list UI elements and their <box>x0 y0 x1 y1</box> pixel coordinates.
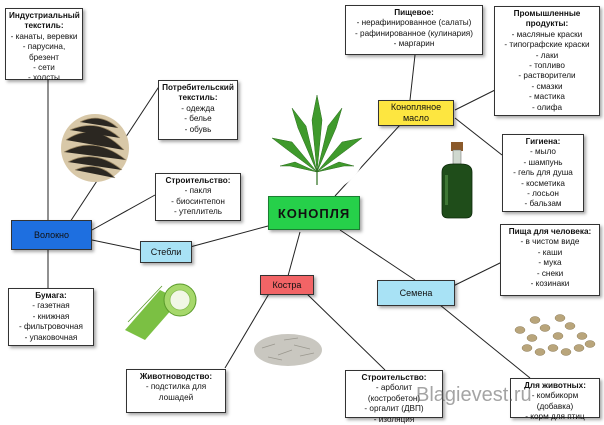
line-stems-fiber <box>91 239 141 251</box>
list-item: - обувь <box>184 124 212 134</box>
line-seeds-animal <box>439 304 531 379</box>
list-item: - белье <box>184 114 212 124</box>
list-item: - каши <box>537 247 563 257</box>
box-paper: Бумага: - газетная - книжная - фильтрово… <box>8 288 94 346</box>
hub-seeds: Семена <box>377 280 455 306</box>
list-item: - канаты, веревки <box>10 31 78 41</box>
list-item: - сети <box>33 63 55 73</box>
list-item: - шампунь <box>523 157 563 167</box>
box-title: Пища для человека: <box>508 227 592 236</box>
hemp-fiber-image <box>61 114 129 182</box>
list-item: - типографские краски <box>504 40 590 50</box>
line-center-kostra <box>287 231 301 277</box>
list-item: - косметика <box>521 178 565 188</box>
list-item: - лосьон <box>527 189 559 199</box>
line-kostra-construction <box>304 291 386 371</box>
list-item: - мыло <box>530 147 556 157</box>
list-item: лошадей <box>158 392 194 402</box>
line-center-seeds <box>339 229 416 281</box>
box-title: Животноводство: <box>139 372 213 381</box>
list-item: - биосинтепон <box>171 196 225 206</box>
hub-fiber: Волокно <box>11 220 92 250</box>
list-item: - подстилка для <box>145 382 207 392</box>
hub-hemp-oil: Конопляное масло <box>378 100 454 126</box>
box-hygiene: Гигиена: - мыло - шампунь - гель для душ… <box>502 134 584 212</box>
list-item: - смазки <box>531 81 563 91</box>
box-food: Пищевое: - нерафинированное (салаты) - р… <box>345 5 483 55</box>
list-item: - оргалит (ДВП) <box>364 404 424 414</box>
line-center-stems <box>189 225 269 248</box>
watermark: Blagievest.ru <box>416 384 532 406</box>
box-title: Строительство: <box>361 373 427 382</box>
box-consumer-textile: Потребительский текстиль: - одежда - бел… <box>158 80 238 140</box>
list-item: - корм для птиц <box>525 412 585 422</box>
list-item: - арболит (костробетон) <box>367 383 421 403</box>
box-animal-food: Для животных: - комбикорм (добавка) - ко… <box>510 378 600 421</box>
list-item: - козинаки <box>530 279 570 289</box>
list-item: - мастика <box>529 92 565 102</box>
list-item: - холсты <box>28 73 60 83</box>
hemp-leaf-image <box>267 93 367 193</box>
box-human-food: Пища для человека: - в чистом виде - каш… <box>500 224 600 296</box>
list-item: - комбикорм (добавка) <box>531 391 579 411</box>
line-oil-industrial <box>454 89 496 111</box>
list-item: - фильтровочная <box>19 322 83 332</box>
list-item: - мука <box>538 258 562 268</box>
list-item: - книжная <box>32 311 70 321</box>
line-kostra-livestock <box>224 291 271 369</box>
box-livestock: Животноводство: - подстилка для лошадей <box>126 369 226 413</box>
list-item: - одежда <box>181 103 215 113</box>
box-title: Потребительский текстиль: <box>162 83 234 103</box>
list-item: - нерафинированное (салаты) <box>356 18 472 28</box>
box-industrial-products: Промышленные продукты: - масляные краски… <box>494 6 600 116</box>
box-title: Для животных: <box>524 381 586 390</box>
box-construction-kostra: Строительство: - арболит (костробетон) -… <box>345 370 443 424</box>
box-industrial-textile: Индустриальный текстиль: - канаты, верев… <box>5 8 83 83</box>
list-item: - утеплитель <box>173 207 223 217</box>
list-item: - бальзам <box>524 199 562 209</box>
box-title: Индустриальный текстиль: <box>9 11 80 31</box>
stem-cross-section-image <box>122 267 198 343</box>
list-item: - газетная <box>32 301 70 311</box>
oil-bottle-image <box>420 142 496 220</box>
box-title: Пищевое: <box>394 8 434 17</box>
list-item: - пакля <box>184 186 212 196</box>
line-oil-food <box>409 54 416 101</box>
box-title: Гигиена: <box>525 137 561 146</box>
box-title: Бумага: <box>35 291 67 300</box>
hub-stems: Стебли <box>140 241 192 263</box>
hemp-seeds-image <box>512 300 596 380</box>
list-item: - маргарин <box>393 39 435 49</box>
box-construction-fiber: Строительство: - пакля - биосинтепон - у… <box>155 173 241 221</box>
box-title: Промышленные продукты: <box>513 9 581 29</box>
list-item: - масляные краски <box>511 29 583 39</box>
line-center-oil <box>334 124 401 197</box>
list-item: - растворители <box>518 71 576 81</box>
line-fiber-construction <box>91 194 156 231</box>
list-item: - снеки <box>536 268 564 278</box>
list-item: - изоляция <box>373 414 415 424</box>
list-item: - топливо <box>529 61 565 71</box>
line-oil-hygiene <box>454 117 503 156</box>
list-item: - лаки <box>535 50 559 60</box>
list-item: - олифа <box>531 102 562 112</box>
hemp-shives-image <box>252 309 324 381</box>
list-item: - парусина, брезент <box>22 42 66 62</box>
list-item: - рафинированное (кулинария) <box>355 28 473 38</box>
list-item: - упаковочная <box>24 332 78 342</box>
center-title: КОНОПЛЯ <box>268 196 360 230</box>
hub-kostra: Костра <box>260 275 314 295</box>
list-item: - в чистом виде <box>520 237 580 247</box>
box-title: Строительство: <box>165 176 231 185</box>
list-item: - гель для душа <box>513 168 573 178</box>
